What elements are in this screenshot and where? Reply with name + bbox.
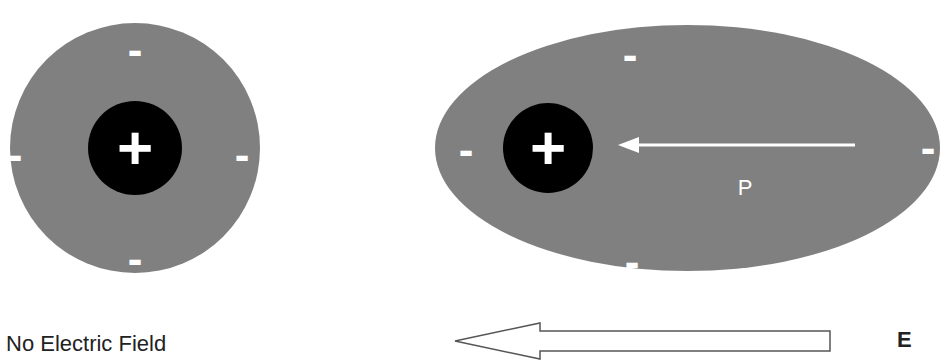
charge-sign: - — [235, 133, 250, 177]
polarized-cloud: ----P+ — [435, 25, 940, 271]
nucleus-outline — [88, 101, 182, 195]
caption-label: No Electric Field — [6, 333, 166, 355]
charge-sign: - — [623, 33, 638, 77]
charge-sign: + — [117, 117, 153, 179]
nucleus-outline — [503, 103, 593, 193]
electron-cloud-outline — [10, 23, 260, 273]
charge-sign: - — [625, 240, 640, 284]
charge-sign: + — [530, 117, 566, 179]
charge-sign: - — [8, 133, 23, 177]
nucleus: + — [88, 101, 182, 195]
field-label: E — [897, 329, 912, 351]
electron-cloud: ----+ — [10, 23, 260, 273]
dipole-arrow — [635, 144, 855, 147]
charge-sign: - — [128, 28, 143, 72]
charge-sign: - — [128, 237, 143, 281]
dipole-label: P — [738, 177, 753, 199]
polarized-cloud-outline — [435, 25, 940, 271]
field-arrow — [455, 323, 830, 359]
nucleus: + — [503, 103, 593, 193]
charge-sign: - — [921, 126, 936, 170]
dipole-arrowhead — [618, 137, 639, 153]
charge-sign: - — [459, 128, 474, 172]
